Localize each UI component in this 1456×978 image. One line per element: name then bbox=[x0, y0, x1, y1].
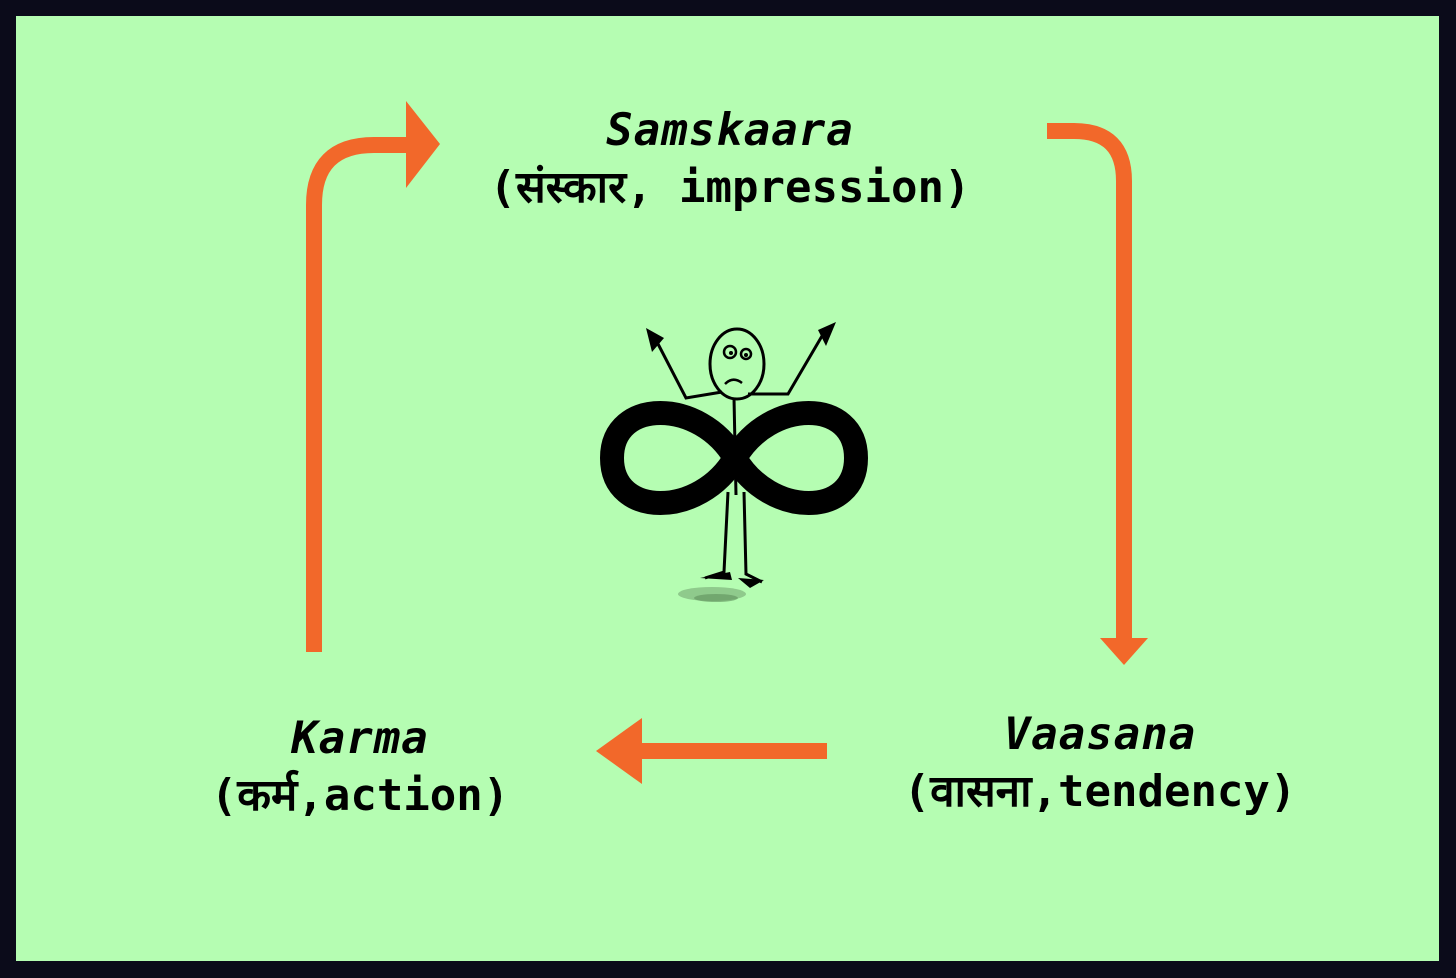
stick-figure-icon bbox=[646, 322, 836, 602]
arrow-shaft bbox=[1047, 123, 1132, 640]
arrow-head bbox=[406, 101, 440, 188]
devanagari-term: वासना bbox=[930, 766, 1032, 817]
node-name: Vaasana bbox=[1003, 709, 1197, 760]
infinity-symbol-icon bbox=[600, 401, 868, 515]
node-karma: Karma (कर्म,action) bbox=[160, 712, 560, 826]
node-subtitle: (संस्कार, impression) bbox=[489, 162, 971, 213]
node-samskaara: Samskaara (संस्कार, impression) bbox=[430, 104, 1030, 218]
devanagari-term: संस्कार bbox=[516, 162, 627, 213]
arrow-head bbox=[596, 718, 642, 784]
node-name: Samskaara bbox=[606, 105, 854, 156]
node-subtitle: (वासना,tendency) bbox=[903, 766, 1297, 817]
arrow-karma-to-samskaara bbox=[306, 101, 440, 652]
arrow-head bbox=[1100, 638, 1148, 665]
node-name: Karma bbox=[291, 713, 429, 764]
devanagari-term: कर्म bbox=[237, 770, 298, 821]
node-subtitle: (कर्म,action) bbox=[210, 770, 510, 821]
node-vaasana: Vaasana (वासना,tendency) bbox=[850, 708, 1350, 822]
arrow-shaft bbox=[306, 137, 408, 652]
diagram-background bbox=[16, 16, 1439, 961]
arrow-vaasana-to-karma bbox=[596, 718, 827, 784]
arrow-samskaara-to-vaasana bbox=[1047, 123, 1148, 665]
